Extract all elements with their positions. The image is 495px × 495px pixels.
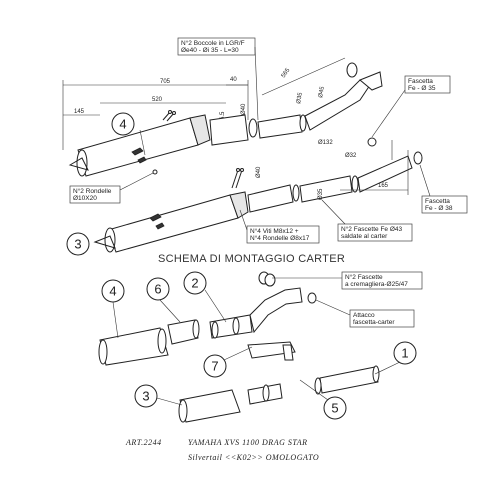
svg-text:6: 6 xyxy=(154,282,161,297)
svg-text:fascetta-carter: fascetta-carter xyxy=(353,319,395,326)
svg-text:N°4 Viti M8x12 +: N°4 Viti M8x12 + xyxy=(250,227,299,235)
svg-text:4: 4 xyxy=(119,117,126,132)
section-title: SCHEMA DI MONTAGGIO CARTER xyxy=(158,253,345,265)
svg-text:40: 40 xyxy=(230,77,237,83)
svg-text:4: 4 xyxy=(109,284,116,299)
callout-5: 5 xyxy=(299,379,347,420)
callout-7: 7 xyxy=(203,346,253,378)
svg-text:Ø35: Ø35 xyxy=(318,188,324,200)
svg-text:Fe - Ø 38: Fe - Ø 38 xyxy=(425,205,453,212)
label-fascetta-fe38: Fascetta Fe - Ø 38 xyxy=(419,164,468,214)
svg-text:3: 3 xyxy=(142,389,149,404)
model-name: YAMAHA XVS 1100 DRAG STAR xyxy=(188,438,307,447)
svg-text:Ø35: Ø35 xyxy=(296,91,304,104)
svg-text:N°2 Fascette: N°2 Fascette xyxy=(345,273,383,281)
middle-bracket-screws: Ø40 xyxy=(231,166,262,189)
exploded-lower-silencer xyxy=(178,365,380,423)
svg-text:1: 1 xyxy=(401,346,408,361)
exploded-upper-pipe xyxy=(209,287,303,361)
svg-text:N°2 Boccole in LGR/F: N°2 Boccole in LGR/F xyxy=(181,39,245,47)
svg-text:Attacco: Attacco xyxy=(353,312,375,319)
label-attacco: Attacco fascetta-carter xyxy=(315,299,415,328)
callout-3-exploded: 3 xyxy=(134,384,183,408)
svg-text:145: 145 xyxy=(74,109,85,115)
svg-text:520: 520 xyxy=(152,97,163,103)
svg-text:Ø132: Ø132 xyxy=(318,140,333,146)
svg-text:7: 7 xyxy=(211,359,218,374)
svg-text:565: 565 xyxy=(281,67,292,79)
svg-text:Ø40: Ø40 xyxy=(241,103,247,115)
callout-3-middle: 3 xyxy=(66,232,90,256)
exploded-upper-silencer xyxy=(98,319,200,366)
svg-text:Fascetta: Fascetta xyxy=(408,78,433,85)
svg-text:Fascetta: Fascetta xyxy=(425,198,450,205)
upper-pipe: Ø40 Ø35 Ø45 565 Ø132 xyxy=(209,57,383,146)
exploded-clamps xyxy=(258,271,317,304)
dimension-145: 145 xyxy=(63,109,100,116)
callout-4-upper: 4 xyxy=(111,112,135,136)
svg-text:5: 5 xyxy=(331,401,338,416)
article-code: ART.2244 xyxy=(125,438,162,447)
upper-silencer: Ø76.5 xyxy=(68,111,226,177)
svg-text:Ø40: Ø40 xyxy=(256,166,262,178)
svg-text:Fe - Ø 35: Fe - Ø 35 xyxy=(408,85,436,92)
svg-text:165: 165 xyxy=(378,183,389,189)
svg-text:N°2 Fascette Fe Ø43: N°2 Fascette Fe Ø43 xyxy=(341,225,403,233)
middle-pipe: Ø32 Ø35 165 xyxy=(247,137,423,213)
label-fascette-cremagliera: N°2 Fascette a cremagliera-Ø25/47 xyxy=(272,271,423,290)
callout-1: 1 xyxy=(374,341,417,375)
svg-text:a cremagliera-Ø25/47: a cremagliera-Ø25/47 xyxy=(345,281,408,288)
svg-text:Øe40 - Øi 35 - L=30: Øe40 - Øi 35 - L=30 xyxy=(181,47,239,54)
dimension-40: 40 xyxy=(226,77,248,86)
callout-4-exploded: 4 xyxy=(101,279,125,339)
svg-text:3: 3 xyxy=(74,237,81,252)
svg-text:saldate al carter: saldate al carter xyxy=(341,233,388,240)
dimension-520: 520 xyxy=(100,97,226,104)
model-subtitle: Silvertail <<K02>> OMOLOGATO xyxy=(188,453,319,462)
upper-bracket-screws xyxy=(162,110,176,122)
svg-text:Ø45: Ø45 xyxy=(318,85,326,98)
svg-text:N°2 Rondelle: N°2 Rondelle xyxy=(73,187,112,195)
middle-silencer xyxy=(93,191,249,253)
label-viti: N°4 Viti M8x12 + N°4 Rondelle Ø8x17 xyxy=(239,209,320,244)
callout-6: 6 xyxy=(146,277,181,323)
label-rondelle: N°2 Rondelle Ø10X20 xyxy=(69,169,158,204)
svg-text:2: 2 xyxy=(191,276,198,291)
svg-text:Ø32: Ø32 xyxy=(345,153,357,159)
label-boccole: N°2 Boccole in LGR/F Øe40 - Øi 35 - L=30 xyxy=(177,37,259,121)
svg-text:N°4 Rondelle Ø8x17: N°4 Rondelle Ø8x17 xyxy=(250,234,310,242)
label-fascetta-fe35: Fascetta Fe - Ø 35 xyxy=(371,75,451,138)
label-fascette-fe43: N°2 Fascette Fe Ø43 saldate al carter xyxy=(321,199,413,242)
callout-2: 2 xyxy=(183,271,227,323)
svg-text:Ø10X20: Ø10X20 xyxy=(73,195,97,202)
svg-text:705: 705 xyxy=(160,79,171,85)
